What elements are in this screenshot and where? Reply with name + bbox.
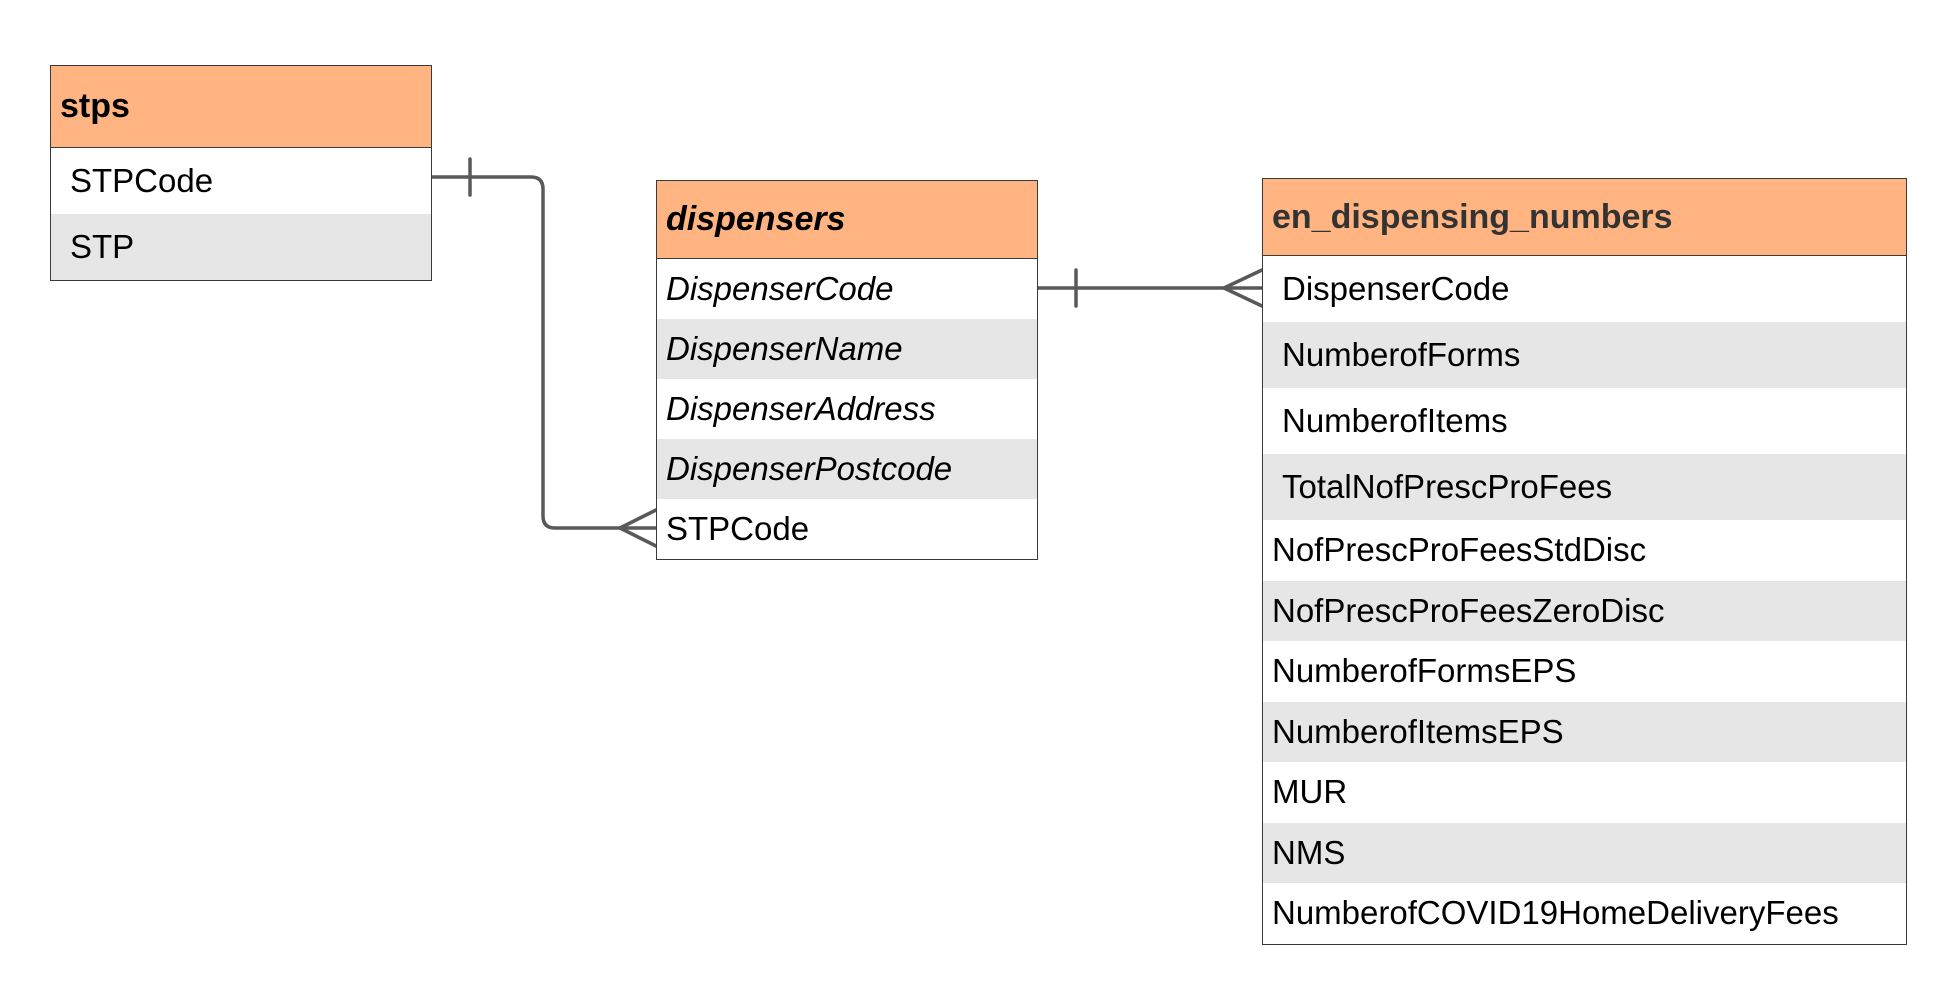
field-numberofforms: NumberofForms (1263, 322, 1906, 388)
field-dispenseraddress: DispenserAddress (666, 390, 936, 427)
entity-en-dispensing-numbers[interactable]: en_dispensing_numbers DispenserCode Numb… (1262, 178, 1907, 945)
field-dispensername: DispenserName (657, 319, 1037, 379)
field-totalnofprescprofees: TotalNofPrescProFees (1263, 454, 1906, 520)
relationship-dispensers-en-dispensing-numbers (1036, 268, 1264, 308)
field-numberofformseps: NumberofFormsEPS (1272, 652, 1577, 690)
field-stpcode: STPCode (70, 162, 214, 199)
field-stp: STP (51, 214, 431, 280)
field-nofprescprofeesstddisc: NofPrescProFeesStdDisc (1272, 531, 1647, 569)
field-numberofitemseps: NumberofItemsEPS (1263, 701, 1906, 762)
field-nofprescprofeeszerodisc: NofPrescProFeesZeroDisc (1263, 580, 1906, 641)
entity-dispensers[interactable]: dispensers DispenserCode DispenserName D… (656, 180, 1038, 560)
field-dispenserpostcode: DispenserPostcode (657, 439, 1037, 499)
field-dispensercode: DispenserCode (1282, 270, 1510, 307)
field-dispensercode: DispenserCode (666, 270, 894, 307)
entity-stps[interactable]: stps STPCode STP (50, 65, 432, 281)
relationship-stps-dispensers (430, 157, 658, 548)
field-numberofitems: NumberofItems (1282, 402, 1508, 439)
field-stpcode: STPCode (666, 510, 810, 547)
entity-dispensers-title: dispensers (657, 181, 1037, 259)
field-nms: NMS (1263, 822, 1906, 883)
entity-en-dispensing-numbers-title: en_dispensing_numbers (1263, 179, 1906, 256)
field-numberofcovid19homedeliveryfees: NumberofCOVID19HomeDeliveryFees (1272, 894, 1839, 932)
entity-stps-title: stps (51, 66, 431, 148)
field-mur: MUR (1272, 773, 1348, 811)
